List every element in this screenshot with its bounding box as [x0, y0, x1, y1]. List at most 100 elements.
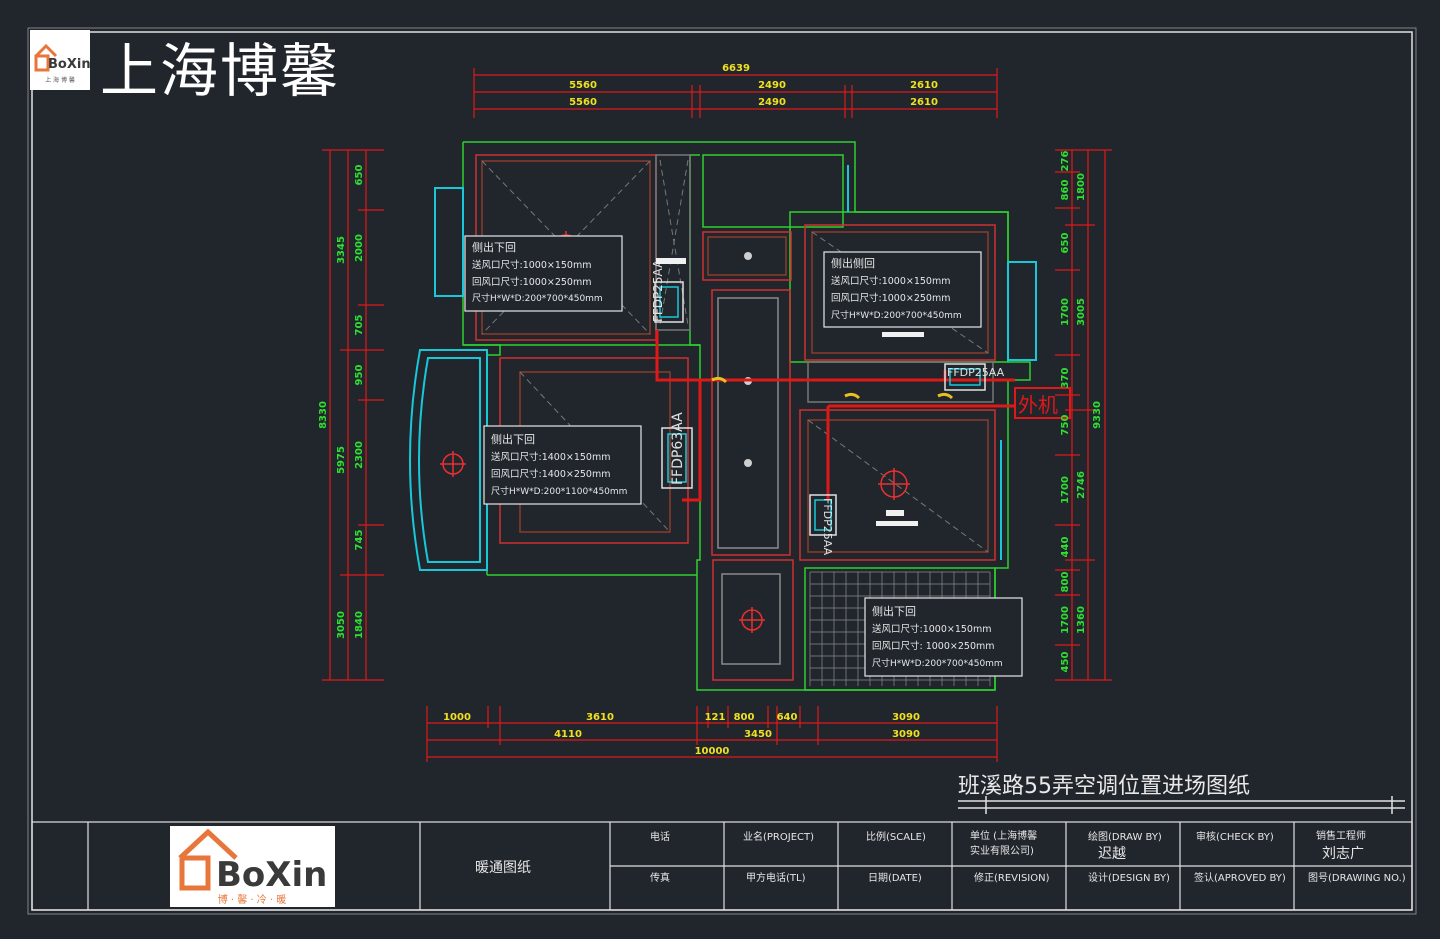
- dim-top-2c: 2610: [910, 97, 938, 108]
- brand-title: 上海博馨: [100, 37, 341, 105]
- note-3-line-1: 侧出下回: [491, 432, 535, 446]
- title-block-drawing-name: 暖通图纸: [475, 860, 531, 876]
- dim-right-outer-2: 2746: [1076, 471, 1087, 499]
- drawing-frame-inner: [27, 27, 1417, 915]
- dim-right-inner-9: 1700: [1060, 606, 1071, 634]
- dim-top-2b: 2490: [758, 97, 786, 108]
- note-4-line-3: 回风口尺寸: 1000×250mm: [872, 640, 995, 652]
- dim-right-inner-0: 276: [1060, 151, 1071, 172]
- indoor-unit-label-2: FFDP63AA: [670, 412, 686, 485]
- dim-left-inner-1: 2000: [354, 234, 365, 262]
- dim-right-inner-2: 650: [1060, 233, 1071, 254]
- dim-right-inner-10: 450: [1060, 652, 1071, 673]
- title-block-phone: 电话: [650, 832, 670, 843]
- note-4-line-1: 侧出下回: [872, 604, 916, 618]
- note-1-line-4: 尺寸H*W*D:200*700*450mm: [472, 292, 603, 304]
- refrigerant-pipes: [655, 330, 1015, 502]
- dim-right-inner-3: 1700: [1060, 298, 1071, 326]
- title-block-engineer-name: 刘志广: [1322, 846, 1364, 862]
- title-block-unit-1: 单位 (上海博馨: [970, 831, 1038, 842]
- note-1-line-3: 回风口尺寸:1000×250mm: [472, 276, 591, 288]
- note-3-line-4: 尺寸H*W*D:200*1100*450mm: [491, 485, 627, 497]
- brand-logo: BoXin 上 海 博 馨: [30, 30, 91, 90]
- note-2-line-3: 回风口尺寸:1000×250mm: [831, 292, 950, 304]
- note-4-line-4: 尺寸H*W*D:200*700*450mm: [872, 657, 1003, 669]
- note-2-line-4: 尺寸H*W*D:200*700*450mm: [831, 309, 962, 321]
- note-boxes: [464, 235, 1023, 677]
- dim-bottom-1c: 121: [705, 712, 726, 723]
- dim-right-outer-0: 1800: [1076, 173, 1087, 201]
- dim-bottom-2b: 3450: [744, 729, 772, 740]
- title-block-drawn-by: 绘图(DRAW BY): [1088, 832, 1162, 843]
- dim-right-inner-1: 860: [1060, 180, 1071, 201]
- indoor-unit-label-3: FFDP25AA: [947, 366, 1005, 379]
- dim-left-total: 8330: [318, 401, 329, 429]
- title-block-engineer: 销售工程师: [1316, 831, 1366, 842]
- dim-right-outer-3: 1360: [1076, 606, 1087, 634]
- logo-big-caption: 博 · 馨 · 冷 · 暖: [218, 893, 287, 906]
- note-2-line-1: 侧出侧回: [831, 256, 875, 270]
- note-1-line-2: 送风口尺寸:1000×150mm: [472, 259, 591, 271]
- dim-right-inner-4: 370: [1060, 368, 1071, 389]
- note-text: 侧出下回 送风口尺寸:1000×150mm 回风口尺寸:1000×250mm 尺…: [472, 240, 1003, 669]
- title-block-drawn-name: 迟越: [1098, 846, 1126, 862]
- note-2-line-2: 送风口尺寸:1000×150mm: [831, 275, 950, 287]
- title-block-client-phone: 甲方电话(TL): [746, 873, 806, 884]
- dim-bottom-2c: 3090: [892, 729, 920, 740]
- dim-bottom-1d: 800: [734, 712, 755, 723]
- dim-bottom-2a: 4110: [554, 729, 582, 740]
- title-block-unit-2: 实业有限公司): [970, 846, 1034, 857]
- title-block-logo: BoXin 博 · 馨 · 冷 · 暖: [170, 826, 335, 907]
- title-block-drawing-no: 图号(DRAWING NO.): [1308, 873, 1406, 884]
- windows: [409, 165, 1037, 571]
- dimension-text: 6639 5560 2490 2610 5560 2490 2610 1000 …: [443, 63, 938, 757]
- logo-small-word: BoXin: [48, 57, 90, 72]
- logo-big-word: BoXin: [216, 855, 327, 895]
- dim-right-inner-6: 1700: [1060, 476, 1071, 504]
- indoor-unit-label-1: FFDP25AA: [651, 259, 665, 322]
- title-block-fax: 传真: [650, 873, 670, 884]
- dim-right-outer-1: 3005: [1076, 298, 1087, 326]
- title-block-check-by: 审核(CHECK BY): [1196, 832, 1274, 843]
- dim-top-1b: 2490: [758, 80, 786, 91]
- dim-left-inner-6: 1840: [354, 611, 365, 639]
- title-block-date: 日期(DATE): [868, 873, 922, 884]
- dim-right-inner-7: 440: [1060, 537, 1071, 558]
- drawing-title: 班溪路55弄空调位置进场图纸: [958, 774, 1250, 799]
- dim-left-outer-0: 3345: [336, 236, 347, 264]
- dim-right-inner-8: 800: [1060, 572, 1071, 593]
- dim-left-inner-3: 950: [354, 365, 365, 386]
- indoor-unit-label-4: FFDP25AA: [821, 498, 834, 556]
- indoor-unit-symbols: [654, 281, 986, 536]
- dim-left-outer-1: 5975: [336, 446, 347, 474]
- logo-small-caption: 上 海 博 馨: [45, 76, 75, 84]
- dim-left-inner-5: 745: [354, 530, 365, 551]
- dim-right-total: 9330: [1092, 401, 1103, 429]
- dim-bottom-1b: 3610: [586, 712, 614, 723]
- dim-bottom-1a: 1000: [443, 712, 471, 723]
- note-3-line-2: 送风口尺寸:1400×150mm: [491, 451, 610, 463]
- small-fixtures: [744, 252, 752, 467]
- dim-bottom-1f: 3090: [892, 712, 920, 723]
- title-block-grid: [31, 821, 1413, 911]
- dimension-text-vertical: 3345 5975 3050 650 2000 705 950 2300 745 1840 8330…: [318, 151, 1103, 673]
- dim-top-overall: 6639: [722, 63, 750, 74]
- note-4-line-2: 送风口尺寸:1000×150mm: [872, 623, 991, 635]
- dim-top-1a: 5560: [569, 80, 597, 91]
- title-underline: [958, 796, 1405, 814]
- dim-left-inner-0: 650: [354, 165, 365, 186]
- dim-left-inner-2: 705: [354, 315, 365, 336]
- dimension-lines: [322, 68, 1112, 762]
- dim-top-1c: 2610: [910, 80, 938, 91]
- dim-left-inner-4: 2300: [354, 441, 365, 469]
- title-block-design-by: 设计(DESIGN BY): [1088, 873, 1170, 884]
- pipe-fittings: [711, 376, 954, 400]
- dim-bottom-1e: 640: [777, 712, 798, 723]
- note-3-line-3: 回风口尺寸:1400×250mm: [491, 468, 610, 480]
- dim-left-outer-2: 3050: [336, 611, 347, 639]
- title-block-revision: 修正(REVISION): [974, 873, 1050, 884]
- outdoor-unit-box: [1014, 387, 1071, 419]
- dim-top-2a: 5560: [569, 97, 597, 108]
